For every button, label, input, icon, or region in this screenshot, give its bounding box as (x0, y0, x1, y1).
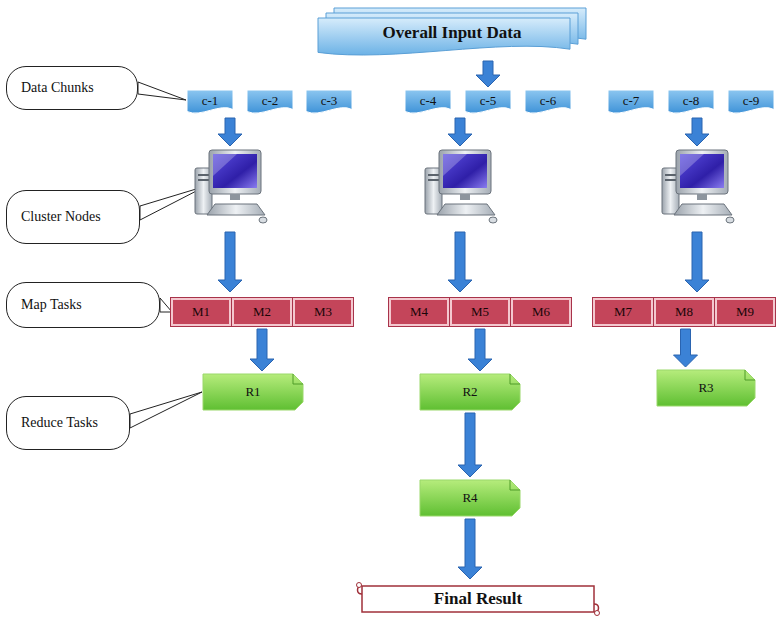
flow-arrow (218, 118, 242, 146)
callout-tail (138, 82, 186, 100)
reduce-task: R3 (657, 370, 755, 406)
data-chunk: c-9 (728, 90, 774, 115)
map-task: M3 (293, 298, 353, 326)
callout-bubble: Map Tasks (6, 282, 160, 328)
node-label: c-4 (420, 93, 437, 109)
map-task: M6 (511, 298, 571, 326)
node-label: Data Chunks (21, 80, 94, 96)
reduce-task: R4 (420, 480, 520, 516)
node-label: c-6 (540, 93, 557, 109)
reduce-task: R2 (420, 374, 520, 410)
callout-bubble: Data Chunks (6, 66, 138, 110)
callout-tail (130, 392, 202, 428)
node-label: M9 (736, 304, 754, 320)
flow-arrow (685, 232, 709, 292)
node-label: Final Result (434, 589, 522, 609)
node-label: c-2 (262, 93, 279, 109)
node-label: M3 (314, 304, 332, 320)
map-task: M9 (715, 298, 775, 326)
node-label: c-5 (480, 93, 497, 109)
data-chunk: c-1 (187, 90, 233, 115)
node-label: R3 (698, 380, 713, 396)
node-label: M4 (410, 304, 428, 320)
node-label: R4 (462, 490, 477, 506)
computer-icon (195, 150, 267, 223)
data-chunk: c-7 (608, 90, 654, 115)
flow-connector (458, 519, 482, 579)
node-label: M2 (253, 304, 271, 320)
node-label: Cluster Nodes (21, 209, 101, 225)
flow-connector (674, 329, 698, 367)
result-scroll: Final Result (356, 582, 600, 616)
map-task: M4 (389, 298, 449, 326)
node-label: c-1 (202, 93, 219, 109)
node-label: M7 (614, 304, 632, 320)
callout-tails (130, 82, 206, 428)
map-task: M2 (232, 298, 292, 326)
node-label: M1 (192, 304, 210, 320)
flow-connector (468, 329, 492, 371)
node-label: M5 (471, 304, 489, 320)
node-label: R1 (245, 384, 260, 400)
data-chunk: c-6 (525, 90, 571, 115)
map-task: M5 (450, 298, 510, 326)
callout-bubble: Reduce Tasks (6, 396, 130, 450)
node-label: Overall Input Data (383, 23, 522, 43)
flow-arrow (448, 232, 472, 292)
callout-bubble: Cluster Nodes (6, 190, 140, 244)
node-label: c-3 (321, 93, 338, 109)
input-data-stack: Overall Input Data (318, 8, 586, 58)
node-label: c-9 (743, 93, 760, 109)
node-label: M8 (675, 304, 693, 320)
flow-connector (250, 329, 274, 371)
node-label: R2 (462, 384, 477, 400)
map-task: M1 (171, 298, 231, 326)
reduce-task: R1 (203, 374, 303, 410)
computer-icon (662, 150, 734, 223)
data-chunk: c-2 (247, 90, 293, 115)
flow-arrow (685, 118, 709, 146)
data-chunk: c-3 (306, 90, 352, 115)
flow-connector (476, 61, 500, 87)
node-label: M6 (532, 304, 550, 320)
flow-connector (458, 413, 482, 477)
flow-arrow (448, 118, 472, 146)
node-label: Map Tasks (21, 297, 82, 313)
map-task: M7 (593, 298, 653, 326)
map-task: M8 (654, 298, 714, 326)
data-chunk: c-8 (668, 90, 714, 115)
node-label: c-8 (683, 93, 700, 109)
computer-icon (425, 150, 497, 223)
data-chunk: c-4 (405, 90, 451, 115)
flow-arrow (218, 232, 242, 292)
data-chunk: c-5 (465, 90, 511, 115)
flow-arrows (218, 118, 709, 292)
node-label: Reduce Tasks (21, 415, 98, 431)
node-label: c-7 (623, 93, 640, 109)
